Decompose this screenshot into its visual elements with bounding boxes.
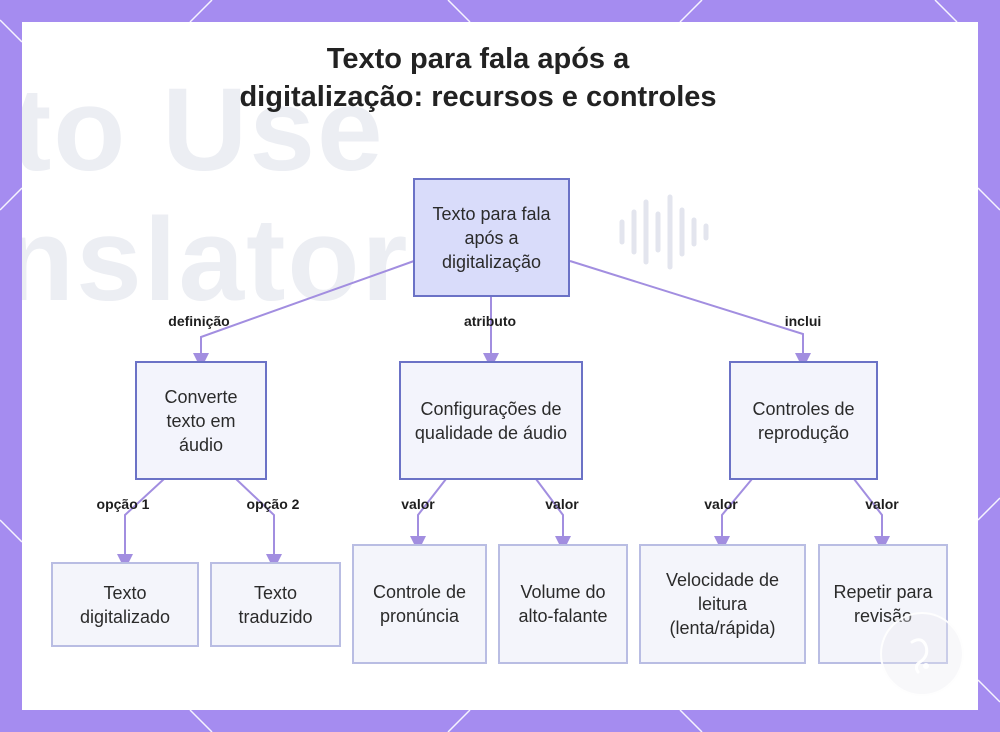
edge-label-definicao: definição [168,313,230,329]
edge-converte-digitalizado [117,478,165,570]
edge-controles-repetir [853,478,890,552]
node-controles-reproducao: Controles de reprodução [729,361,878,480]
node-texto-digitalizado: Texto digitalizado [51,562,199,647]
diagram-title: Texto para fala após a digitalização: re… [0,40,956,116]
edge-config-pronuncia [410,478,447,552]
edge-label-opcao-1: opção 1 [96,496,150,512]
node-volume-alto-falante: Volume do alto-falante [498,544,628,664]
background-watermark-word: nslator [22,194,410,326]
edge-config-volume [535,478,571,552]
edge-controles-velocidade [714,478,753,552]
node-root: Texto para fala após a digitalização [413,178,570,297]
edge-label-inclui: inclui [784,313,822,329]
edge-label-valor: valor [865,496,899,512]
edge-label-atributo: atributo [463,313,517,329]
edge-root-controles [569,260,811,369]
node-converte-texto: Converte texto em áudio [135,361,267,480]
node-texto-traduzido: Texto traduzido [210,562,341,647]
corner-badge-icon [880,612,964,696]
edge-label-opcao-2: opção 2 [246,496,300,512]
node-velocidade-leitura: Velocidade de leitura (lenta/rápida) [639,544,806,664]
edge-root-converte [193,260,415,369]
node-controle-pronuncia: Controle de pronúncia [352,544,487,664]
edge-label-valor: valor [401,496,435,512]
title-line-1: Texto para fala após a [326,43,630,75]
edge-label-valor: valor [545,496,579,512]
background-watermark-word: to Use [22,64,385,196]
title-line-2: digitalização: recursos e controles [239,81,717,113]
node-configuracoes-audio: Configurações de qualidade de áudio [399,361,583,480]
soundwave-icon [619,194,709,270]
edge-converte-traduzido [235,478,282,570]
edge-label-valor: valor [704,496,738,512]
